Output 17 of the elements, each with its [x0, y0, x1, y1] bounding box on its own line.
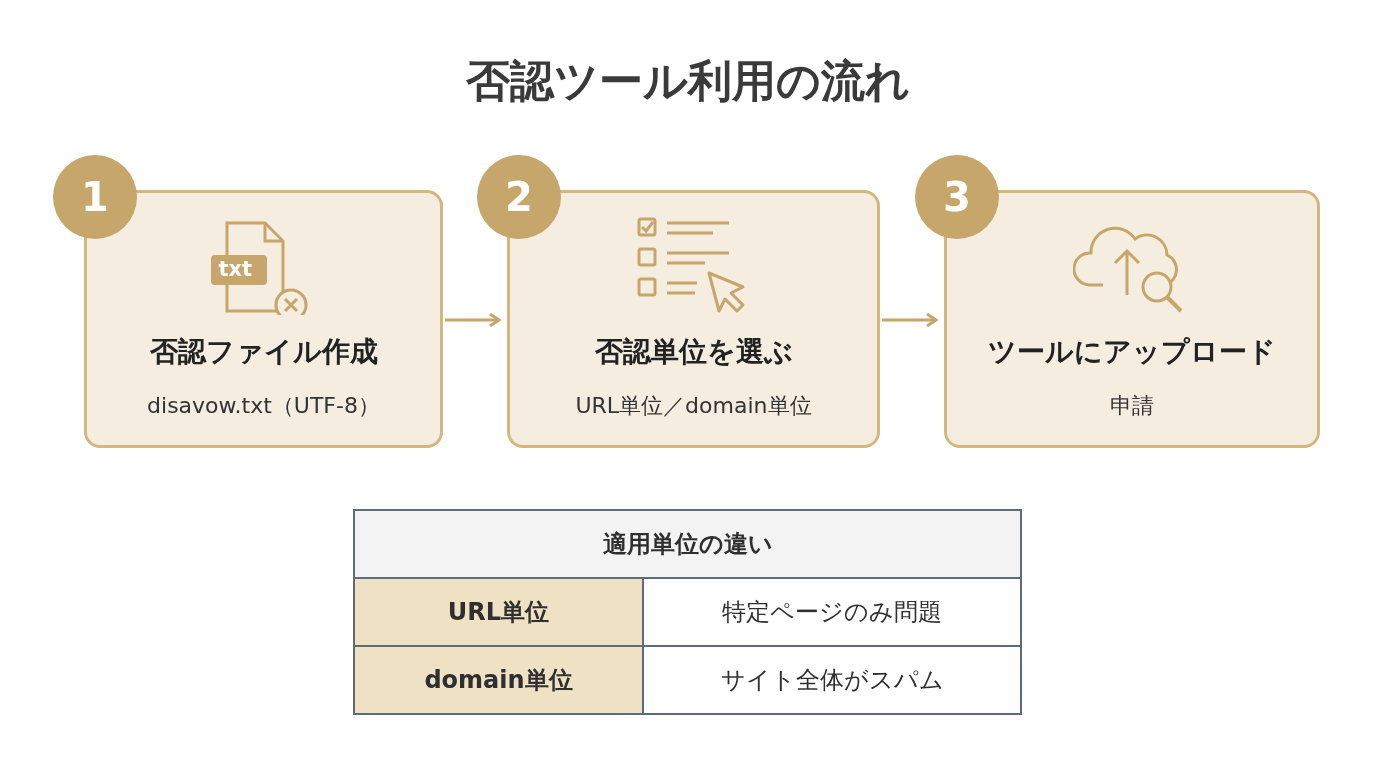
- step-description: URL単位／domain単位: [574, 392, 813, 420]
- step-heading: ツールにアップロード: [987, 334, 1277, 370]
- arrow: [445, 312, 501, 328]
- step-description: 申請: [1109, 392, 1155, 420]
- file-type-label: txt: [218, 257, 253, 281]
- diagram-title: 否認ツール利用の流れ: [465, 54, 911, 108]
- step-heading: 否認単位を選ぶ: [593, 334, 794, 370]
- table-cell: サイト全体がスパム: [642, 645, 1022, 715]
- arrow: [882, 312, 938, 328]
- table-row-header-cell: domain単位: [353, 645, 644, 715]
- step-heading: 否認ファイル作成: [148, 334, 379, 370]
- step-number-circle: 2: [477, 155, 561, 239]
- step-number-circle: 3: [915, 155, 999, 239]
- step-description: disavow.txt（UTF-8）: [146, 392, 381, 420]
- step-number-circle: 1: [53, 155, 137, 239]
- table-header-cell: 適用単位の違い: [353, 509, 1022, 579]
- table-row-header-cell: URL単位: [353, 577, 644, 647]
